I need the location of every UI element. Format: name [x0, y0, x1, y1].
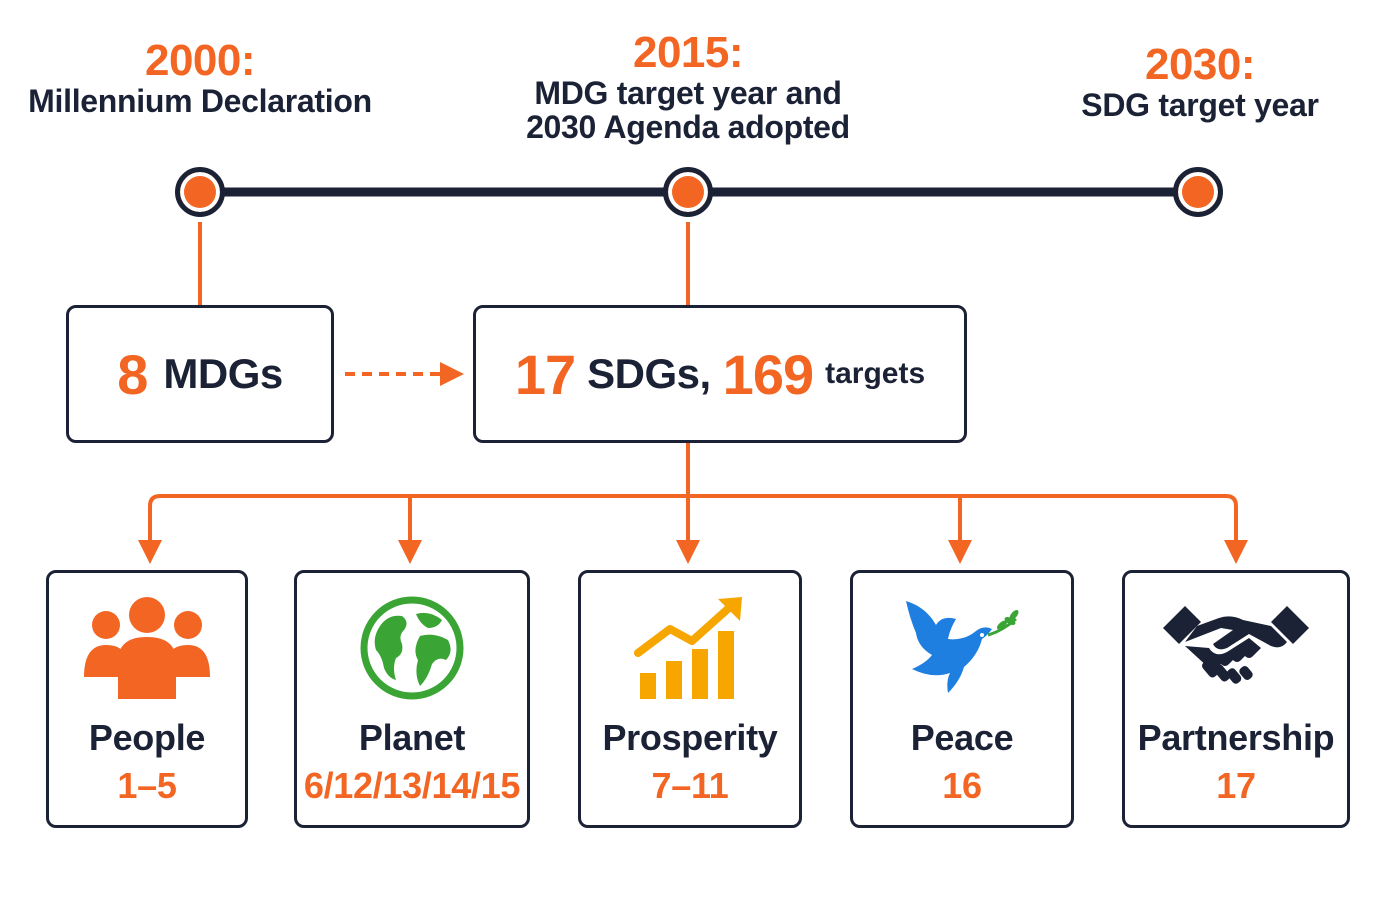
pillar-goals: 6/12/13/14/15: [303, 765, 521, 806]
pillar-name: Partnership: [1137, 717, 1335, 758]
mdg-box: 8 MDGs: [66, 305, 334, 443]
growth-chart-icon: [634, 593, 746, 703]
timeline-label-2015: 2015: MDG target year and 2030 Agenda ad…: [526, 28, 850, 145]
globe-icon: [358, 593, 466, 703]
timeline-label-2000: 2000: Millennium Declaration: [28, 36, 372, 119]
handshake-icon: [1161, 593, 1311, 703]
targets-label: targets: [825, 357, 926, 390]
pillar-planet: Planet 6/12/13/14/15: [294, 570, 530, 828]
sdg-label: SDGs,: [587, 350, 711, 397]
pillar-people: People 1–5: [46, 570, 248, 828]
timeline-node-2000: [175, 167, 225, 217]
timeline-description: SDG target year: [1081, 87, 1319, 123]
sdg-count: 17: [514, 342, 576, 406]
pillar-prosperity: Prosperity 7–11: [578, 570, 802, 828]
pillar-goals: 7–11: [651, 765, 729, 806]
timeline-node-2030: [1173, 167, 1223, 217]
timeline-label-2030: 2030: SDG target year: [1081, 40, 1319, 123]
target-count: 169: [722, 342, 814, 406]
pillar-goals: 17: [1216, 765, 1256, 806]
sdg-box: 17 SDGs, 169 targets: [473, 305, 967, 443]
pillar-name: Peace: [910, 717, 1014, 758]
pillar-peace: Peace 16: [850, 570, 1074, 828]
pillar-name: Planet: [358, 717, 466, 758]
pillar-name: Prosperity: [602, 717, 778, 758]
pillar-goals: 16: [942, 765, 982, 806]
mdg-label: MDGs: [163, 350, 283, 397]
people-icon: [82, 593, 212, 703]
pillar-partnership: Partnership 17: [1122, 570, 1350, 828]
timeline-description: MDG target year and: [534, 75, 842, 111]
pillar-name: People: [88, 717, 206, 758]
timeline-description: 2030 Agenda adopted: [526, 109, 850, 145]
dove-icon: [902, 593, 1022, 703]
pillar-goals: 1–5: [117, 765, 177, 806]
mdg-count: 8: [117, 342, 148, 406]
timeline-year: 2000:: [144, 36, 256, 85]
timeline-description: Millennium Declaration: [28, 83, 372, 119]
timeline-year: 2015:: [632, 28, 744, 77]
timeline-node-2015: [663, 167, 713, 217]
timeline-year: 2030:: [1144, 40, 1256, 89]
